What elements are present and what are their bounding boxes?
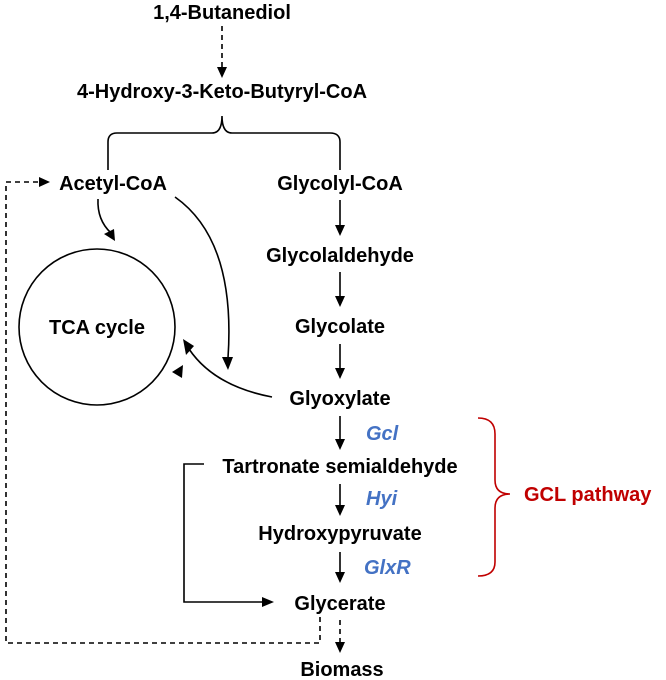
tca-cycle-circle bbox=[18, 248, 176, 406]
glycolyl-coa-arrowhead bbox=[335, 225, 345, 236]
acetyl-coa-label: Acetyl-CoA bbox=[59, 173, 167, 195]
tca-cycle-label: TCA cycle bbox=[49, 317, 145, 339]
tartronate-to-glycerate-arrowhead bbox=[262, 597, 274, 607]
gcl-pathway-label: GCL pathway bbox=[524, 484, 652, 506]
glycolate-arrowhead bbox=[335, 368, 345, 379]
tca-cycle-entry-arrowhead bbox=[172, 365, 183, 378]
hydroxypyruvate-label: Hydroxypyruvate bbox=[258, 523, 421, 545]
glycolaldehyde-arrowhead bbox=[335, 296, 345, 307]
acetyl-coa-to-glyoxylate-arrowhead bbox=[222, 357, 233, 370]
glyoxylate-to-tca-arrowhead bbox=[183, 339, 194, 355]
tartronate-to-glycerate-arrow bbox=[183, 463, 263, 603]
glxr-enzyme-label: GlxR bbox=[364, 557, 411, 579]
gcl-pathway-brace bbox=[477, 417, 511, 577]
hydroxy-keto-butyryl-coa-label: 4-Hydroxy-3-Keto-Butyryl-CoA bbox=[77, 81, 367, 103]
glycerate-to-acetyl-coa-arrowhead bbox=[39, 177, 50, 187]
acetyl-coa-to-tca-arrowhead bbox=[104, 229, 115, 241]
glycerate-to-biomass-arrowhead bbox=[335, 642, 345, 653]
split-bracket bbox=[107, 115, 341, 170]
acetyl-coa-to-tca-arrow bbox=[97, 198, 112, 234]
glxr-reaction-arrowhead bbox=[335, 572, 345, 583]
tartronate-semialdehyde-label: Tartronate semialdehyde bbox=[222, 456, 457, 478]
glycolaldehyde-label: Glycolaldehyde bbox=[266, 245, 414, 267]
gcl-reaction-arrowhead bbox=[335, 439, 345, 450]
glycerate-label: Glycerate bbox=[294, 593, 385, 615]
butanediol-label: 1,4-Butanediol bbox=[153, 2, 291, 24]
hyi-reaction-arrowhead bbox=[335, 505, 345, 516]
biomass-label: Biomass bbox=[300, 659, 383, 680]
hyi-enzyme-label: Hyi bbox=[366, 488, 398, 510]
glyoxylate-to-tca-arrow bbox=[188, 348, 273, 398]
acetyl-coa-to-glyoxylate-arrow bbox=[174, 196, 230, 359]
butanediol-arrowhead bbox=[217, 67, 227, 78]
glycerate-to-acetyl-coa-loop bbox=[5, 181, 321, 644]
glycolate-label: Glycolate bbox=[295, 316, 385, 338]
glyoxylate-label: Glyoxylate bbox=[289, 388, 390, 410]
glycolyl-coa-label: Glycolyl-CoA bbox=[277, 173, 403, 195]
gcl-enzyme-label: Gcl bbox=[366, 423, 399, 445]
